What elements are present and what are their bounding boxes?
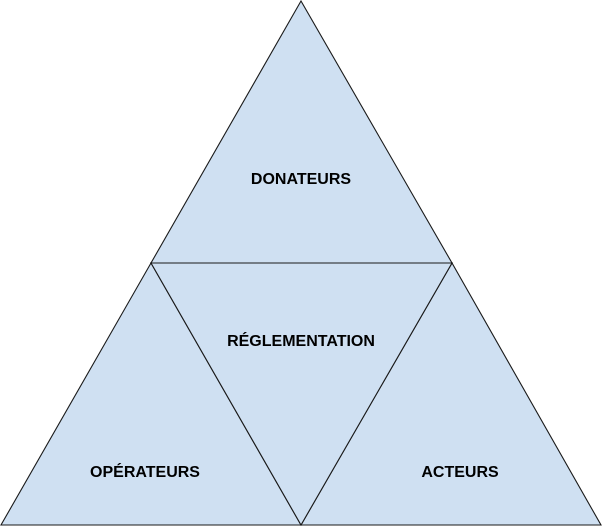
triangle-top [150, 0, 453, 264]
label-bottom-left: OPÉRATEURS [90, 462, 200, 481]
label-top: DONATEURS [251, 171, 351, 188]
label-center: RÉGLEMENTATION [227, 331, 375, 350]
triangle-center [150, 262, 453, 527]
label-bottom-right: ACTEURS [421, 464, 499, 481]
